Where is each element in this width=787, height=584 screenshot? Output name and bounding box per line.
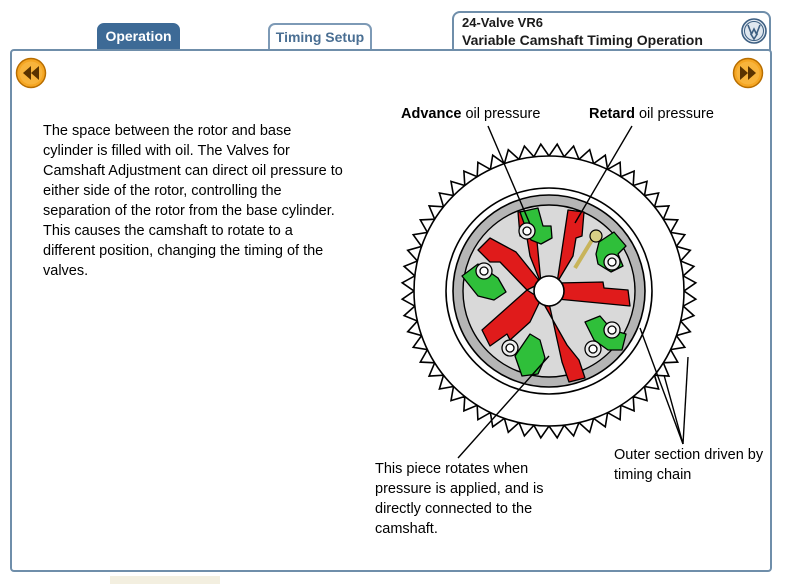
tab-timing-setup[interactable]: Timing Setup [268, 23, 372, 49]
description-text: The space between the rotor and base cyl… [43, 123, 343, 279]
rotor-vane [481, 289, 542, 347]
outer-callout-line [682, 356, 689, 445]
advance-callout-line [487, 125, 531, 225]
rotor-callout-label: This piece rotates when pressure is appl… [375, 461, 544, 537]
bolt-core [588, 344, 598, 354]
outer-callout-label: Outer section driven by timing chain [614, 447, 764, 483]
vw-logo-icon [741, 18, 767, 44]
rewind-icon[interactable] [15, 57, 47, 89]
bolt-core [522, 226, 532, 236]
advance-block [461, 263, 507, 301]
page-subtitle: Variable Camshaft Timing Operation [462, 32, 703, 48]
rotor-callout-line [457, 355, 550, 459]
bolt-core [607, 325, 617, 335]
status-strip [110, 576, 220, 584]
rotor-vane [540, 298, 586, 383]
bolt-core [505, 343, 515, 353]
advance-block [514, 333, 546, 377]
mounting-bolts [475, 222, 621, 358]
retard-label: Retard oil pressure [589, 106, 714, 122]
retard-callout-line [574, 125, 633, 224]
page-title: 24-Valve VR6 [462, 15, 543, 30]
tab-operation[interactable]: Operation [97, 23, 180, 49]
bolt-core [607, 257, 617, 267]
page-header: 24-Valve VR6 Variable Camshaft Timing Op… [452, 11, 771, 51]
bolt-core [479, 266, 489, 276]
camshaft-adjuster-diagram [400, 125, 698, 459]
fast-forward-icon[interactable] [732, 57, 764, 89]
center-hub [533, 275, 565, 307]
outer-callout-line [639, 327, 684, 445]
locking-pin [573, 229, 603, 270]
rotor-vane [477, 237, 542, 291]
callout-lines [457, 125, 689, 459]
advance-label: Advance oil pressure [401, 106, 541, 122]
outer-callout-line [663, 374, 684, 445]
